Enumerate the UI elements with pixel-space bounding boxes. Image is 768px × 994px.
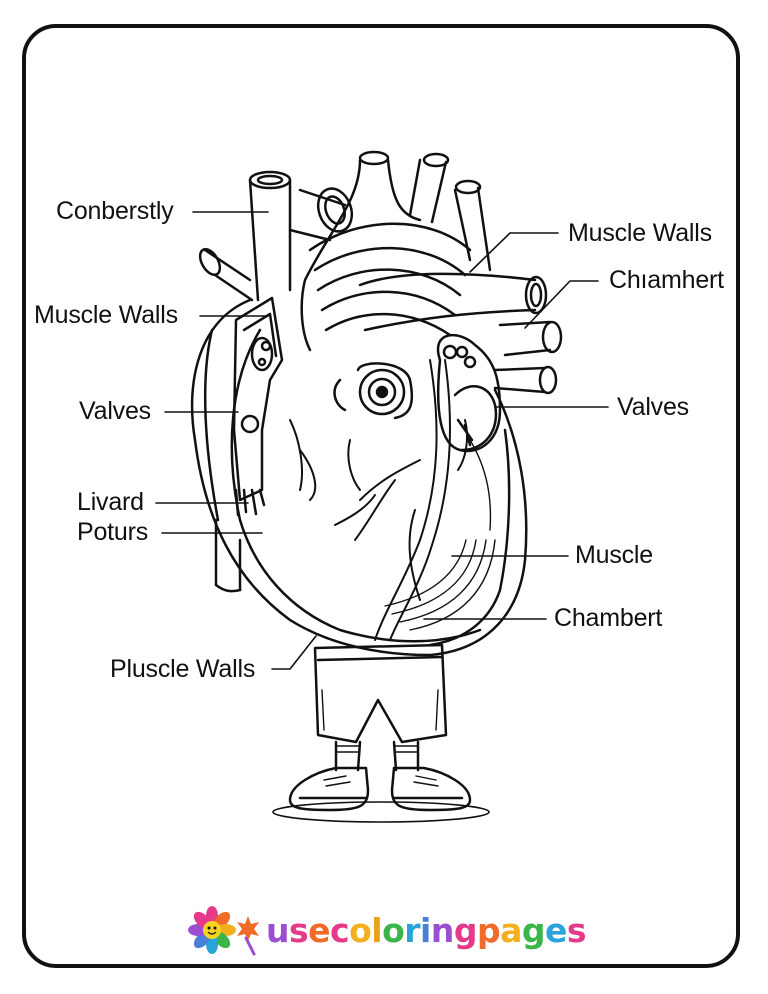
heart-outline [190,298,528,657]
flower-logo-icon [188,906,259,956]
pulmonary-trunk [358,272,563,395]
shoes [272,766,490,823]
logo-letter: g [453,910,478,950]
logo-letter: o [349,910,372,950]
logo-letter: s [289,910,309,950]
logo-letter: n [430,910,455,950]
label-livard: Livard [77,488,144,516]
logo-letter: u [266,910,290,950]
right-atrium [436,333,502,453]
left-side-vessel [198,247,254,302]
label-poturs: Poturs [77,518,149,546]
label-muscle: Muscle [575,541,653,569]
legs [334,740,420,772]
logo-letter: r [404,910,421,950]
page-frame [22,24,740,968]
logo-letter: s [566,910,587,950]
label-valves-right: Valves [617,393,689,421]
label-chambert: Chambert [554,604,663,632]
leader-lines [155,211,609,670]
logo-letter: e [545,910,567,950]
central-valve [333,362,414,420]
label-pluscle-walls: Pluscle Walls [110,655,256,683]
logo-letter: i [420,910,431,950]
left-atrium [232,296,284,517]
logo-text: usecoloringpages [266,910,587,950]
label-muscle-walls-left: Muscle Walls [34,301,178,329]
logo-letter: c [330,910,350,950]
logo-letter: a [500,910,522,950]
pulmonary-vessel-left [288,187,354,242]
logo-letter: o [382,910,405,950]
shorts [313,643,448,744]
site-logo[interactable]: usecoloringpages [186,904,587,956]
label-valves-left: Valves [79,397,151,425]
aortic-arch [300,150,492,352]
label-muscle-walls-right: Muscle Walls [568,219,712,247]
vena-cava-vessel [248,170,292,302]
label-conberstly: Conberstly [56,197,174,225]
logo-letter: e [308,910,331,950]
logo-letter: p [476,910,501,950]
logo-letter: l [371,910,383,950]
logo-letter: g [521,910,546,950]
label-chiamhert: Chıamhert [609,266,724,294]
internal-vessels [289,359,468,641]
